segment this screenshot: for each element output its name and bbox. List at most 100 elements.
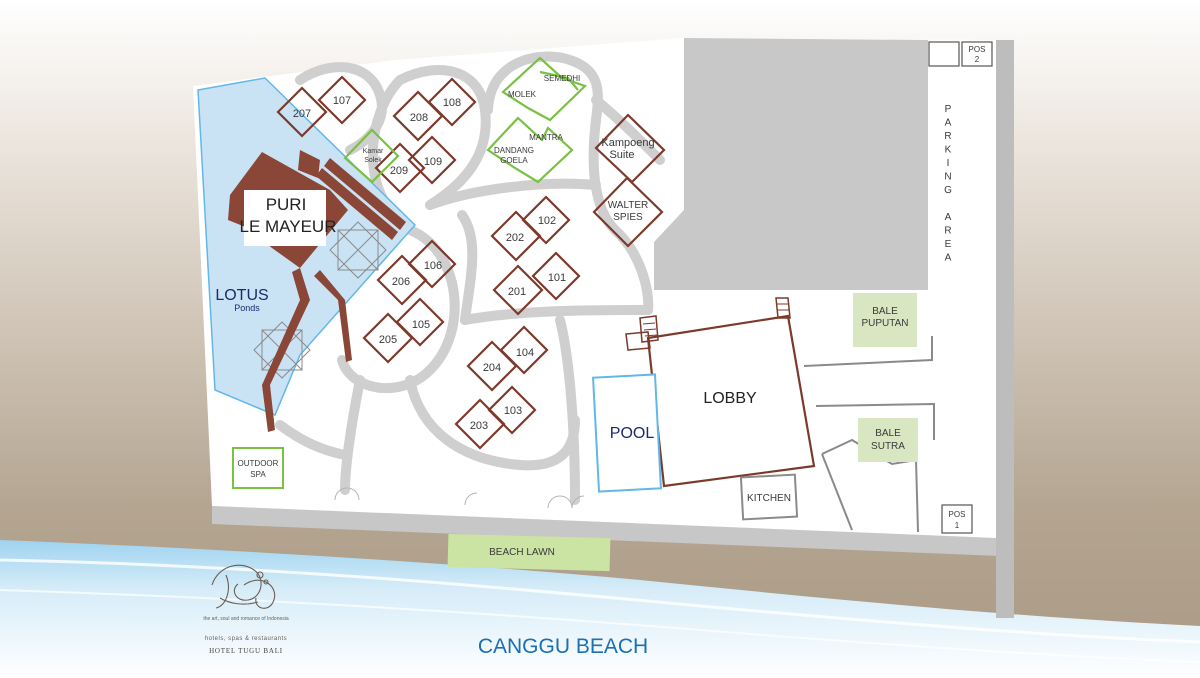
pos-1-label: 1	[955, 521, 960, 530]
room-unit: 109	[407, 135, 457, 185]
molek-label: MOLEK	[508, 90, 537, 99]
room-number: 203	[470, 420, 488, 432]
room-outline	[407, 135, 457, 185]
pool-label: POOL	[610, 425, 655, 442]
parking-letter: I	[947, 158, 950, 169]
room-outline	[376, 254, 428, 306]
pos-2-box	[961, 41, 993, 67]
room-number: 208	[410, 112, 428, 124]
bale-sutra-label: BALE	[875, 428, 901, 439]
puri-le-mayeur-label: PURI	[266, 195, 307, 214]
room-number: 108	[443, 97, 461, 109]
room-outline	[454, 398, 506, 450]
parking-letter: P	[945, 104, 952, 115]
canggu-beach-label: CANGGU BEACH	[478, 635, 648, 658]
wave-line	[0, 589, 1200, 663]
room-unit: 208	[392, 90, 444, 142]
room-unit: 209	[374, 142, 426, 194]
room-number: 103	[504, 405, 522, 417]
room-unit: 203	[454, 398, 506, 450]
room-outline	[374, 142, 426, 194]
mantra-label: MANTRA	[529, 133, 563, 142]
room-unit: 204	[466, 340, 518, 392]
outdoor-spa-label: OUTDOOR	[238, 459, 279, 468]
beach-lawn	[447, 533, 611, 572]
bale-sutra-label: SUTRA	[871, 441, 905, 452]
room-number: 107	[333, 95, 351, 107]
solek-label: Solek	[364, 157, 382, 164]
room-unit: 207	[276, 86, 328, 138]
brand-subline: hotels, spas & restaurants	[205, 636, 287, 642]
room-unit: 107	[317, 75, 367, 125]
puri-le-mayeur	[228, 150, 406, 432]
outdoor-spa	[232, 447, 284, 489]
room-unit: 205	[362, 312, 414, 364]
parking-letter: G	[944, 185, 952, 196]
room-outline	[392, 90, 444, 142]
villa-molek-semedhi	[501, 56, 588, 122]
bale-puputan-label: BALE	[872, 306, 898, 317]
parking-letter: R	[944, 131, 951, 142]
room-number: 105	[412, 319, 430, 331]
puri-le-mayeur-label: LE MAYEUR	[240, 217, 337, 236]
parking-letter: E	[945, 239, 952, 250]
parking-letter: A	[945, 212, 952, 223]
lotus-label: LOTUS	[215, 287, 268, 304]
parking-area	[654, 38, 928, 290]
goela-label: GOELA	[500, 156, 528, 165]
parking-letter: K	[945, 145, 952, 156]
parking-letter: N	[944, 172, 951, 183]
room-number: 102	[538, 215, 556, 227]
pos-2-label: POS	[969, 45, 986, 54]
villa-mantra-dandang	[486, 116, 574, 184]
spies-label: SPIES	[613, 212, 643, 223]
bale-puputan-label: PUPUTAN	[861, 318, 908, 329]
room-number: 101	[548, 272, 566, 284]
room-number: 109	[424, 156, 442, 168]
room-outline	[362, 312, 414, 364]
room-outline	[276, 86, 328, 138]
villa-kamar-solek	[343, 128, 400, 184]
room-number: 104	[516, 347, 534, 359]
semedhi-label: SEMEDHI	[544, 74, 580, 83]
room-unit: 206	[376, 254, 428, 306]
walkways	[275, 51, 665, 505]
gates	[334, 487, 585, 509]
pool	[592, 373, 662, 493]
pos-1-label: POS	[949, 510, 966, 519]
room-number: 209	[390, 165, 408, 177]
parking-letter: A	[945, 118, 952, 129]
kitchen-label: KITCHEN	[747, 493, 791, 504]
room-unit: 103	[487, 385, 537, 435]
room-number: 202	[506, 232, 524, 244]
bale-sutra	[858, 418, 918, 462]
walter-spies	[592, 176, 664, 248]
parking-letter: A	[945, 253, 952, 264]
service-walls	[803, 336, 935, 533]
room-units: 1072071082081092091022021012011062061052…	[276, 75, 581, 450]
room-unit: 108	[427, 77, 477, 127]
walter-label: WALTER	[608, 200, 649, 211]
parking-letter: R	[944, 226, 951, 237]
ponds-label: Ponds	[234, 303, 260, 313]
beach-lawn-label: BEACH LAWN	[489, 547, 555, 558]
room-outline	[466, 340, 518, 392]
kampoeng-label: Kampoeng	[601, 137, 654, 149]
boundary-wall	[996, 40, 1014, 618]
bale-puputan	[853, 293, 917, 347]
sea	[0, 540, 1200, 678]
room-unit: 202	[490, 210, 542, 262]
room-number: 206	[392, 276, 410, 288]
room-unit: 101	[531, 251, 581, 301]
brand-tagline: the art, soul and romance of Indonesia	[203, 616, 289, 622]
brand-name: HOTEL TUGU BALI	[209, 647, 283, 655]
room-unit: 201	[492, 264, 544, 316]
pos-1-box	[941, 504, 973, 534]
hotel-logo-mark	[211, 564, 276, 609]
room-outline	[492, 264, 544, 316]
kitchen	[739, 473, 799, 521]
room-outline	[427, 77, 477, 127]
room-outline	[490, 210, 542, 262]
room-number: 205	[379, 334, 397, 346]
